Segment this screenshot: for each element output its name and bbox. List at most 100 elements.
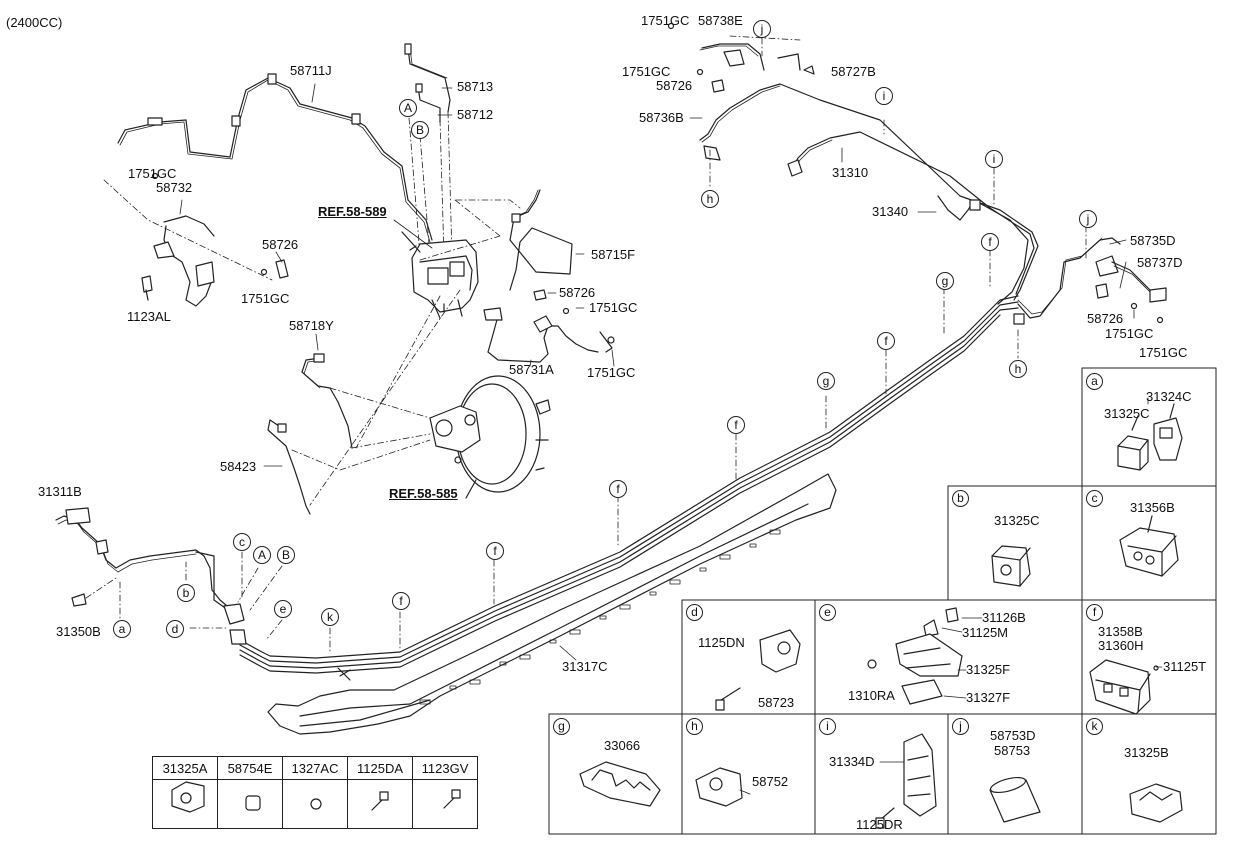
clip-31325c-b	[991, 545, 1031, 587]
brake-line-58423	[267, 419, 311, 515]
parts-table-image-cell	[152, 779, 218, 829]
part-label-58715f: 58715F	[591, 247, 636, 262]
ref-58-589[interactable]: REF.58-589	[318, 204, 387, 219]
detail-cell-i-letter: i	[819, 718, 836, 735]
callout-h[interactable]: h	[701, 190, 719, 208]
detail-cell-b-part-1: 31325C	[994, 513, 1040, 528]
detail-cell-k-letter: k	[1086, 718, 1103, 735]
callout-f[interactable]: f	[486, 542, 504, 560]
part-label-58736b: 58736B	[639, 110, 684, 125]
clip-31358b	[1089, 659, 1159, 715]
label-leaders	[179, 83, 1163, 795]
parts-table-image-cell	[217, 779, 283, 829]
part-label-58726: 58726	[262, 237, 299, 252]
parts-table-header-row: 31325A 58754E 1327AC 1125DA 1123GV	[152, 756, 478, 780]
detail-cell-g-letter: g	[553, 718, 570, 735]
part-label-1751gc: 1751GC	[241, 291, 290, 306]
detail-cell-h-letter: h	[686, 718, 703, 735]
part-label-58737d: 58737D	[1137, 255, 1183, 270]
parts-table-header: 31325A	[152, 756, 218, 780]
parts-table-image-cell	[347, 779, 413, 829]
brake-line-58736b	[699, 83, 1039, 301]
callout-f[interactable]: f	[392, 592, 410, 610]
callout-j[interactable]: j	[1079, 210, 1097, 228]
part-label-58732: 58732	[156, 180, 193, 195]
detail-cell-a-part-2: 31325C	[1104, 406, 1150, 421]
brake-line-31311b	[55, 515, 241, 621]
detail-cell-j-part-2: 58753	[994, 743, 1031, 758]
brake-line-58711j	[117, 77, 433, 241]
callout-d[interactable]: d	[166, 620, 184, 638]
brake-line-58718y	[301, 357, 353, 449]
detail-cell-i-part-1: 31334D	[829, 754, 875, 769]
fuel-line-31340	[937, 195, 1029, 305]
callout-f[interactable]: f	[609, 480, 627, 498]
part-label-58726: 58726	[1087, 311, 1124, 326]
callout-e[interactable]: e	[274, 600, 292, 618]
callout-b[interactable]: b	[177, 584, 195, 602]
parts-table-header: 1125DA	[347, 756, 413, 780]
callout-a[interactable]: A	[253, 546, 271, 564]
callout-i[interactable]: i	[985, 150, 1003, 168]
part-label-1751gc: 1751GC	[128, 166, 177, 181]
part-label-1123al: 1123AL	[127, 309, 171, 324]
part-label-1751gc: 1751GC	[622, 64, 671, 79]
detail-cell-d-part-1: 1125DN	[698, 635, 745, 650]
detail-cell-f-part-2: 31360H	[1098, 638, 1144, 653]
callout-c[interactable]: c	[233, 533, 251, 551]
brake-booster	[429, 375, 551, 493]
callout-j[interactable]: j	[753, 20, 771, 38]
detail-cell-k-part-1: 31325B	[1124, 745, 1169, 760]
parts-table: 31325A 58754E 1327AC 1125DA 1123GV	[152, 756, 478, 829]
detail-cell-d-part-2: 58723	[758, 695, 795, 710]
part-label-1751gc: 1751GC	[587, 365, 636, 380]
callout-a[interactable]: A	[399, 99, 417, 117]
part-label-58731a: 58731A	[509, 362, 554, 377]
part-label-58735d: 58735D	[1130, 233, 1176, 248]
clip-31324c	[1153, 417, 1183, 461]
detail-cell-e-part-4: 1310RA	[848, 688, 895, 703]
parts-table-image-cell	[282, 779, 348, 829]
brake-line-58713	[407, 47, 451, 113]
callout-b[interactable]: B	[277, 546, 295, 564]
part-label-1751gc: 1751GC	[641, 13, 690, 28]
detail-box-grid	[548, 367, 1217, 835]
detail-cell-f-letter: f	[1086, 604, 1103, 621]
ref-58-585[interactable]: REF.58-585	[389, 486, 458, 501]
part-label-58727b: 58727B	[831, 64, 876, 79]
detail-cell-f-part-1: 31358B	[1098, 624, 1143, 639]
parts-table-image-row	[152, 779, 478, 829]
clip-58752	[695, 767, 743, 807]
clip-31325b	[1129, 783, 1183, 823]
parts-table-header: 1327AC	[282, 756, 348, 780]
detail-cell-e-part-3: 31325F	[966, 662, 1011, 677]
part-label-58713: 58713	[457, 79, 494, 94]
part-label-58712: 58712	[457, 107, 494, 122]
brake-hose-58731a	[485, 313, 599, 363]
part-label-31310: 31310	[832, 165, 869, 180]
fuel-line-31310	[791, 131, 1035, 295]
detail-cell-e-letter: e	[819, 604, 836, 621]
part-label-58423: 58423	[220, 459, 257, 474]
detail-cell-e-part-1: 31126B	[982, 610, 1026, 625]
callout-b[interactable]: B	[411, 121, 429, 139]
cell-e-parts	[867, 607, 963, 705]
callout-i[interactable]: i	[875, 87, 893, 105]
callout-g[interactable]: g	[817, 372, 835, 390]
callout-g[interactable]: g	[936, 272, 954, 290]
part-label-1751gc: 1751GC	[589, 300, 638, 315]
clip-31325c-a	[1117, 435, 1149, 471]
parts-table-image-cell	[412, 779, 478, 829]
callout-f[interactable]: f	[877, 332, 895, 350]
callout-f[interactable]: f	[981, 233, 999, 251]
part-label-31317c: 31317C	[562, 659, 608, 674]
engine-note: (2400CC)	[6, 15, 63, 30]
detail-cell-a-letter: a	[1086, 373, 1103, 390]
clip-31356b	[1119, 527, 1179, 577]
callout-f[interactable]: f	[727, 416, 745, 434]
callout-h[interactable]: h	[1009, 360, 1027, 378]
part-label-58738e: 58738E	[698, 13, 743, 28]
callout-a[interactable]: a	[113, 620, 131, 638]
part-label-58718y: 58718Y	[289, 318, 334, 333]
callout-k[interactable]: k	[321, 608, 339, 626]
